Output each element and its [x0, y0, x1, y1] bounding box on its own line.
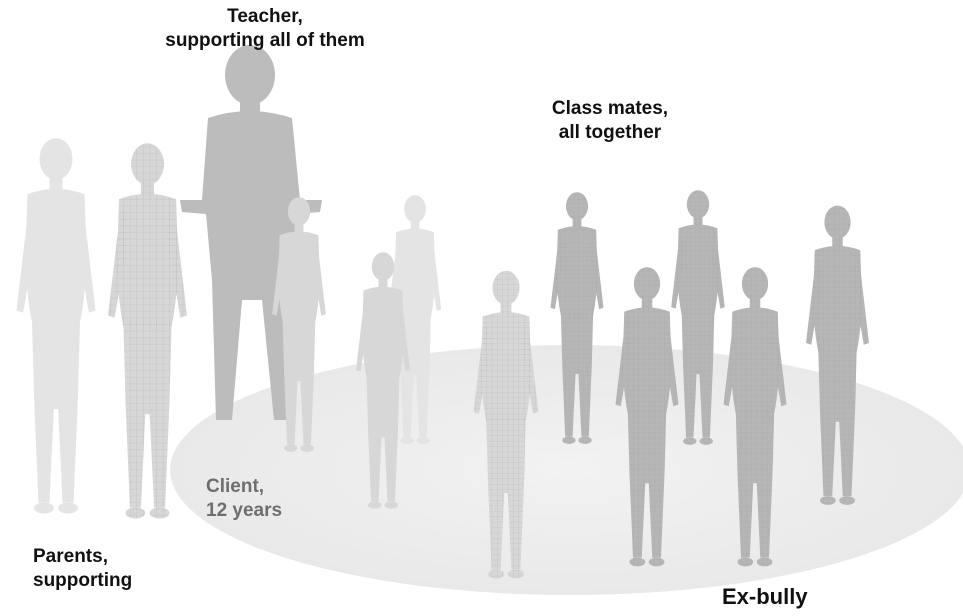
teacher-label-line-2: supporting all of them	[130, 29, 400, 53]
client-label: Client, 12 years	[206, 475, 282, 523]
parents-label: Parents, supporting	[33, 545, 132, 593]
client-label-line-2: 12 years	[206, 499, 282, 523]
class-mates-label-line-1: Class mates,	[520, 97, 700, 121]
client-label-line-1: Client,	[206, 475, 282, 499]
class-mates-label-line-2: all together	[520, 121, 700, 145]
parents-label-line-2: supporting	[33, 569, 132, 593]
ex-bully-label: Ex-bully	[722, 585, 808, 609]
class-mates-label: Class mates, all together	[520, 97, 700, 145]
teacher-label: Teacher, supporting all of them	[130, 5, 400, 53]
teacher-label-line-1: Teacher,	[130, 5, 400, 29]
parents-label-line-1: Parents,	[33, 545, 132, 569]
